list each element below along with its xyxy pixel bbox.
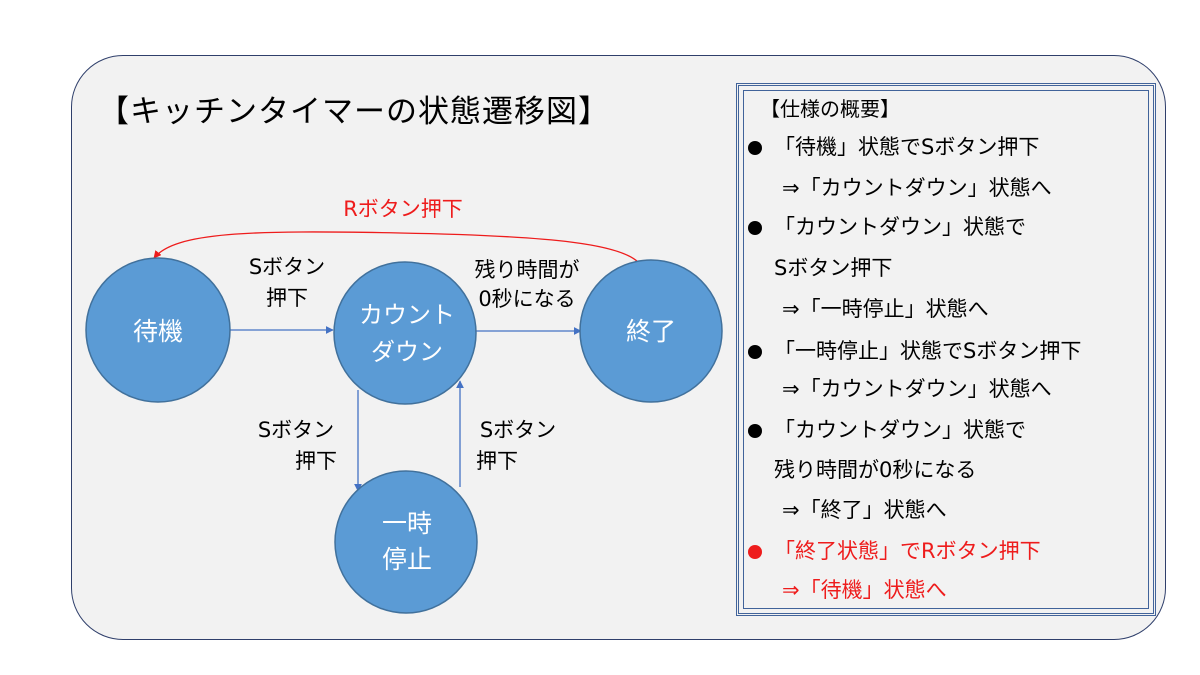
state-countdown xyxy=(333,261,477,405)
state-countdown-label-line1: カウント xyxy=(359,301,455,329)
spec-item-1-line1: 「待機」状態でSボタン押下 xyxy=(774,135,1040,159)
spec-item-5-line2: ⇒「待機」状態へ xyxy=(782,578,947,602)
spec-item-4-line2: 残り時間が0秒になる xyxy=(774,458,977,482)
spec-item-2-line3: ⇒「一時停止」状態へ xyxy=(782,297,989,321)
spec-item-2-line2: Sボタン押下 xyxy=(774,256,893,280)
arrow-end-to-standby xyxy=(153,231,639,263)
spec-bullet xyxy=(748,221,762,235)
spec-item-4-line1: 「カウントダウン」状態で xyxy=(774,418,1026,442)
spec-item-4-line3: ⇒「終了」状態へ xyxy=(782,498,947,522)
label-countdown-to-pause-line2: 押下 xyxy=(295,449,337,473)
spec-item-3-line1: 「一時停止」状態でSボタン押下 xyxy=(774,339,1082,363)
label-countdown-to-pause-line1: Sボタン xyxy=(258,418,334,442)
spec-title: 【仕様の概要】 xyxy=(760,97,900,121)
state-pause-label-line2: 停止 xyxy=(382,545,432,574)
state-standby xyxy=(85,257,231,403)
spec-bullet xyxy=(748,545,762,559)
spec-bullet xyxy=(748,141,762,155)
label-countdown-to-end-line1: 残り時間が xyxy=(475,258,580,282)
label-pause-to-countdown-line1: Sボタン xyxy=(480,418,556,442)
state-end-label: 終了 xyxy=(626,317,676,346)
label-standby-to-countdown-line2: 押下 xyxy=(266,286,308,310)
label-countdown-to-end-line2: 0秒になる xyxy=(478,287,575,311)
spec-item-2-line1: 「カウントダウン」状態で xyxy=(774,215,1026,239)
state-pause-label-line1: 一時 xyxy=(382,509,432,538)
state-standby-label: 待機 xyxy=(133,317,183,346)
spec-item-5-line1: 「終了状態」でRボタン押下 xyxy=(774,539,1041,563)
spec-item-3-line2: ⇒「カウントダウン」状態へ xyxy=(782,377,1052,401)
spec-bullet xyxy=(748,424,762,438)
label-end-to-standby: Rボタン押下 xyxy=(343,197,463,221)
label-pause-to-countdown-line2: 押下 xyxy=(476,449,518,473)
spec-bullet xyxy=(748,345,762,359)
diagram-title: 【キッチンタイマーの状態遷移図】 xyxy=(98,94,610,130)
label-standby-to-countdown-line1: Sボタン xyxy=(249,255,325,279)
spec-item-1-line2: ⇒「カウントダウン」状態へ xyxy=(782,176,1052,200)
state-end xyxy=(579,259,723,403)
state-pause xyxy=(334,470,478,614)
state-countdown-label-line2: ダウン xyxy=(371,338,443,366)
spec-box xyxy=(736,83,1156,616)
